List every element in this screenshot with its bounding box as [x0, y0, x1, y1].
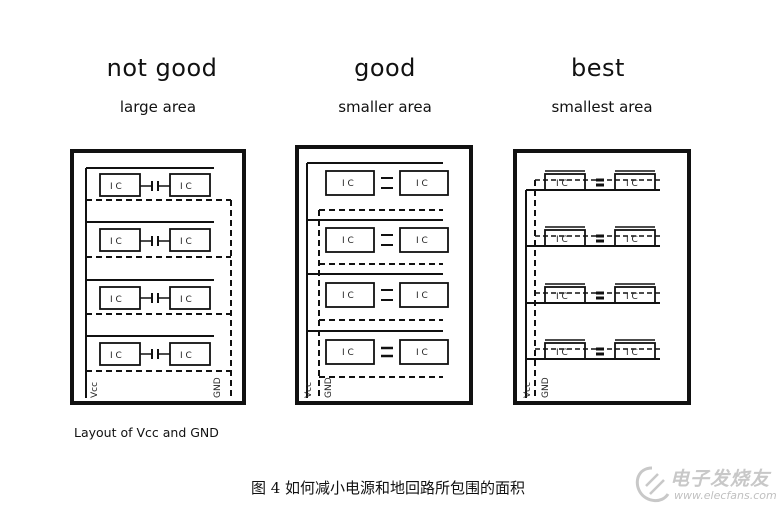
row-3 — [307, 273, 449, 321]
subtitle-large-area: large area — [119, 98, 197, 116]
ic-label: I C — [180, 237, 192, 247]
subtitle-smallest-area: smallest area — [551, 98, 653, 116]
ic-label: I C — [416, 236, 428, 246]
ic-label: I C — [416, 291, 428, 301]
vcc-label: Vcc — [90, 382, 100, 398]
panel-not-good: I C I C I C I C I C I C I C I C Vcc GND — [70, 149, 246, 405]
ic-block — [399, 339, 449, 365]
ic-block — [169, 228, 211, 252]
ic-block — [99, 173, 141, 197]
vcc-label: Vcc — [523, 382, 533, 398]
ic-label: I C — [416, 348, 428, 358]
row-2 — [86, 221, 231, 258]
ic-block — [325, 339, 375, 365]
watermark-url: www.elecfans.com — [674, 489, 776, 502]
title-not-good: not good — [106, 54, 218, 82]
row-4 — [526, 339, 660, 360]
ic-label: I C — [110, 295, 122, 305]
ic-block — [325, 170, 375, 196]
ic-label: I C — [626, 348, 638, 358]
ic-label: I C — [110, 351, 122, 361]
row-3 — [526, 283, 660, 304]
subtitle-smaller-area: smaller area — [338, 98, 432, 116]
watermark: 电子发烧友 www.elecfans.com — [630, 462, 776, 512]
ic-block — [399, 282, 449, 308]
ic-label: I C — [626, 179, 638, 189]
caption-english: Layout of Vcc and GND — [74, 425, 219, 440]
ic-label: I C — [110, 182, 122, 192]
ic-label: I C — [180, 351, 192, 361]
ic-label: I C — [416, 179, 428, 189]
title-best: best — [571, 54, 625, 82]
title-good: good — [354, 54, 416, 82]
ic-label: I C — [342, 291, 354, 301]
gnd-label: GND — [213, 377, 223, 398]
gnd-label: GND — [324, 377, 334, 398]
ic-block — [399, 170, 449, 196]
row-1 — [526, 170, 660, 191]
vcc-label: Vcc — [304, 382, 314, 398]
ic-label: I C — [626, 292, 638, 302]
row-1 — [86, 173, 231, 201]
row-4 — [307, 330, 449, 378]
ic-label: I C — [342, 179, 354, 189]
gnd-label: GND — [541, 377, 551, 398]
watermark-logo-icon — [635, 466, 670, 502]
board-outline — [70, 149, 246, 405]
ic-label: I C — [626, 235, 638, 245]
panel-good: I C I C I C I C I C I C I C I C Vcc GND — [295, 145, 473, 405]
row-2 — [307, 219, 449, 265]
figure-caption: 图 4 如何减小电源和地回路所包围的面积 — [250, 479, 526, 497]
ic-label: I C — [556, 292, 568, 302]
watermark-name: 电子发烧友 — [670, 468, 771, 490]
ic-label: I C — [180, 182, 192, 192]
board-outline — [295, 145, 473, 405]
ic-block — [169, 173, 211, 197]
ic-block — [325, 282, 375, 308]
ic-block — [325, 227, 375, 253]
row-2 — [526, 226, 660, 247]
row-4 — [86, 335, 231, 372]
ic-label: I C — [342, 236, 354, 246]
row-3 — [86, 279, 231, 315]
ic-label: I C — [556, 235, 568, 245]
ic-block — [399, 227, 449, 253]
panel-best: I C I C I C I C I C I C I C I C Vcc GND — [513, 149, 691, 405]
ic-label: I C — [180, 295, 192, 305]
ic-label: I C — [342, 348, 354, 358]
row-1 — [307, 162, 449, 211]
ic-block — [99, 228, 141, 252]
ic-label: I C — [556, 179, 568, 189]
ic-label: I C — [110, 237, 122, 247]
board-outline — [513, 149, 691, 405]
ic-label: I C — [556, 348, 568, 358]
